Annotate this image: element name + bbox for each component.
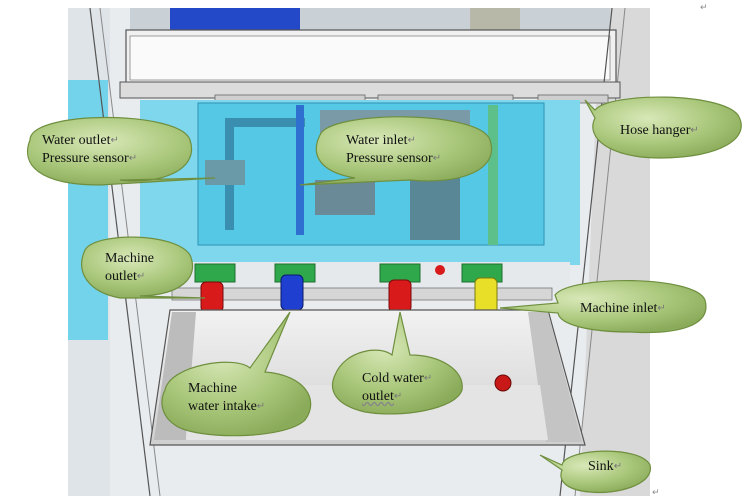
callout-cold-water-outlet <box>331 311 463 415</box>
hose-hanger-label: Hose hanger↵ <box>620 123 699 138</box>
corner-mark: ↵ <box>700 3 708 13</box>
callout-water-outlet-pressure-sensor <box>26 117 216 186</box>
callout-hose-hanger <box>584 96 742 159</box>
water-outlet-pressure-sensor-label: Water outlet↵Pressure sensor↵ <box>42 133 138 166</box>
sink-label: Sink↵ <box>588 459 623 474</box>
water-inlet-pressure-sensor-label: Water inlet↵Pressure sensor↵ <box>346 133 442 166</box>
port-assembly <box>150 262 570 319</box>
callout-water-inlet-pressure-sensor <box>299 116 493 186</box>
callout-sink <box>539 450 651 494</box>
end-mark: ↵ <box>652 488 660 498</box>
cold-water-outlet-label: Cold water↵outlet↵ <box>362 371 433 404</box>
callout-machine-outlet <box>81 236 206 299</box>
callout-machine-inlet <box>499 280 707 334</box>
callout-machine-water-intake <box>161 311 312 437</box>
machine-inlet-label: Machine inlet↵ <box>580 301 666 316</box>
